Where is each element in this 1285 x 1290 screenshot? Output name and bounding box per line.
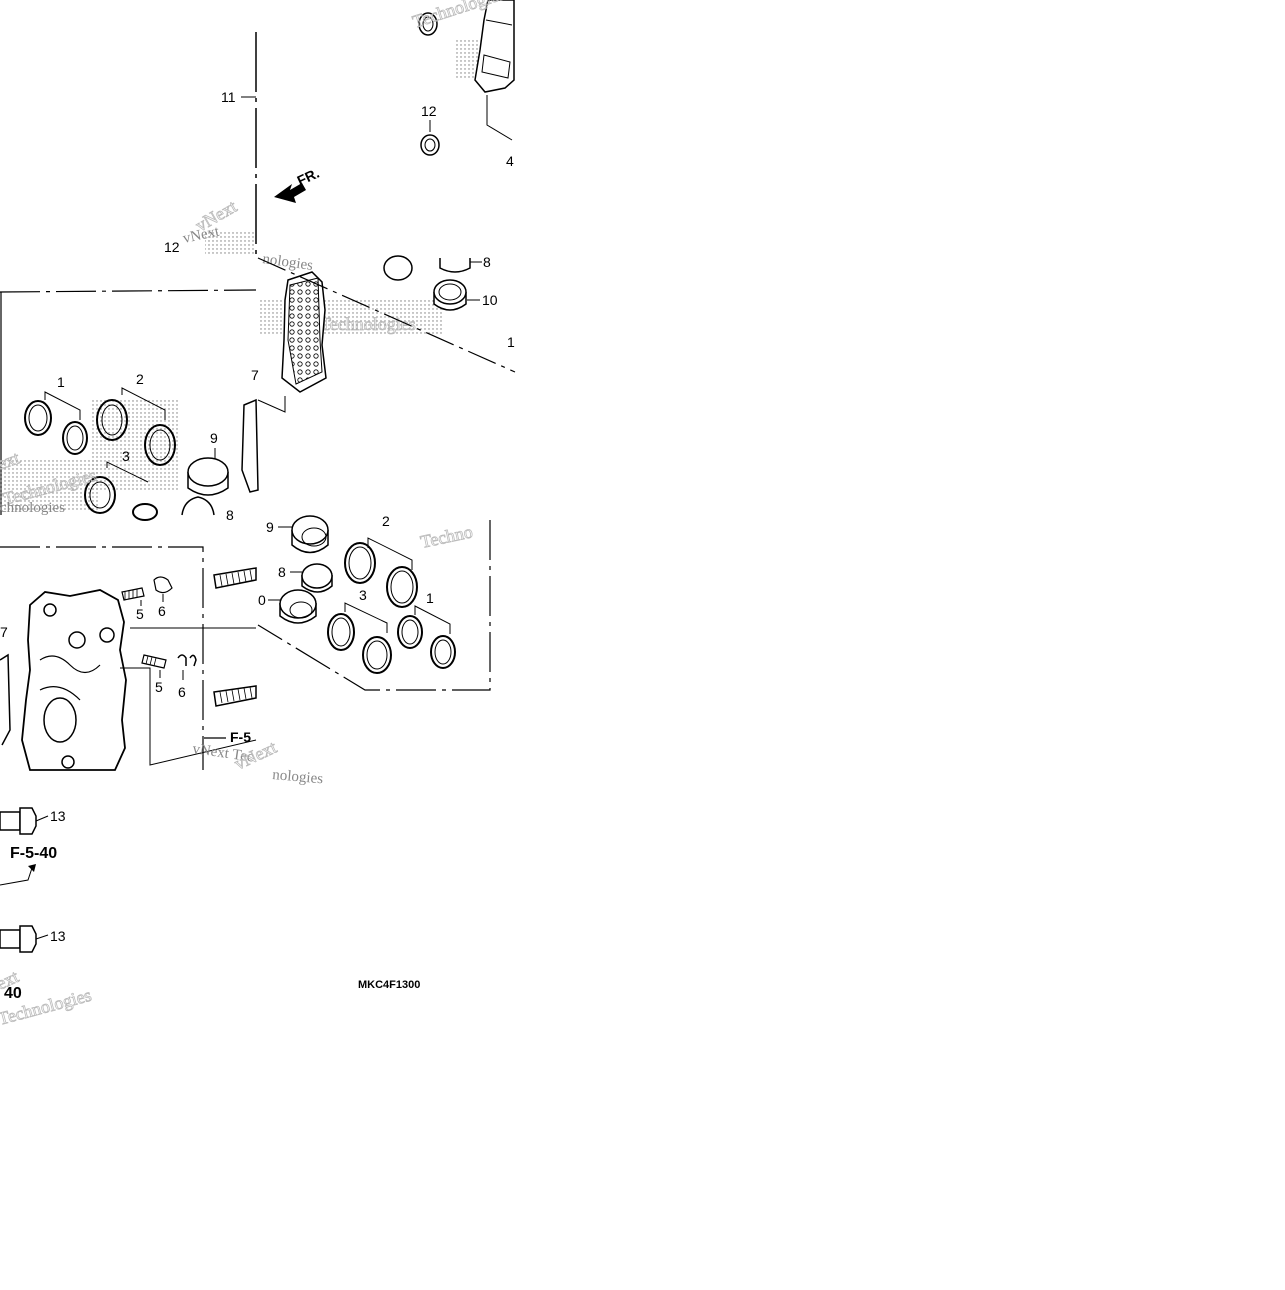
callout-5-top: 5	[136, 606, 144, 622]
tile-mid-right: Technologies nologies 7 8 10 1	[251, 251, 516, 413]
callout-12-left: 12	[164, 239, 180, 255]
watermark: nologies	[261, 251, 314, 274]
tile-lower-left: 7 5 6 5 6	[0, 546, 324, 787]
brake-pad	[474, 0, 515, 93]
callout-9: 9	[210, 430, 218, 446]
watermark: ext	[0, 447, 22, 473]
tile-lower-right: Techno 9 8 0 2 3 1	[257, 513, 491, 691]
pad-pin-sleeve	[420, 134, 440, 156]
callout-0-kit: 0	[258, 592, 266, 608]
callout-13-lower: 13	[50, 928, 66, 944]
piston-8-kit	[301, 563, 333, 593]
seal-2b	[144, 424, 176, 466]
tile-top-right: 12 4 Technologies	[410, 0, 515, 169]
seal-2a	[96, 399, 128, 441]
callout-8-partial: 8	[226, 507, 234, 523]
callout-10-mid: 10	[482, 292, 498, 308]
seal-3b	[132, 503, 158, 521]
ref-f5-mid: F-5	[230, 729, 251, 745]
seal-3a	[84, 476, 116, 514]
bolt-13-lower	[0, 925, 49, 953]
callout-8-mid: 8	[483, 254, 491, 270]
piston-10-kit	[279, 589, 317, 624]
brake-pad-edge	[241, 398, 259, 493]
callout-7-mid: 7	[251, 367, 259, 383]
callout-9-kit: 9	[266, 519, 274, 535]
piston-8-partial	[181, 496, 215, 516]
ref-40-bottom: 40	[4, 985, 22, 1002]
callout-5-bottom: 5	[155, 679, 163, 695]
callout-6-bottom: 6	[178, 684, 186, 700]
mounting-bolt-lower	[213, 685, 257, 707]
mounting-bolt-upper	[213, 567, 257, 589]
callout-6-top: 6	[158, 603, 166, 619]
diagram-code: MKC4F1300	[358, 979, 420, 991]
callout-3: 3	[122, 448, 130, 464]
callout-4: 4	[506, 153, 514, 169]
seal-3-kit-a	[327, 613, 355, 651]
front-direction-arrow: FR.	[274, 165, 322, 203]
tile-mid-left: 1 2 3 9 8 ext Technologies chnologies	[0, 289, 259, 523]
callout-1-mid: 1	[507, 334, 515, 350]
watermark: nologies	[272, 767, 324, 787]
callout-1: 1	[57, 374, 65, 390]
callout-2-kit: 2	[382, 513, 390, 529]
caliper-body	[21, 589, 127, 771]
callout-11: 11	[221, 89, 236, 105]
piston-9-kit	[291, 515, 329, 554]
seal-2-kit-b	[386, 566, 418, 608]
bolt-13-upper	[0, 807, 49, 835]
callout-8-kit: 8	[278, 564, 286, 580]
tile-bottom-left: 13 F-5-40 13 40 ext Technologies	[0, 807, 94, 1029]
watermark: Techno	[419, 521, 475, 552]
bleed-valve-bottom	[141, 654, 167, 669]
watermark: Technologies	[320, 314, 416, 334]
watermark: vNext	[182, 223, 222, 246]
callout-3-kit: 3	[359, 587, 367, 603]
callout-12-top: 12	[421, 103, 437, 119]
bleed-valve-top	[121, 587, 145, 601]
brake-pad-perforated	[281, 271, 327, 393]
ref-f5-40: F-5-40	[10, 845, 57, 862]
seal-2-kit-a	[344, 542, 376, 584]
piston-10	[433, 279, 480, 311]
seal-1-kit-a	[397, 615, 423, 649]
callout-7: 7	[0, 624, 8, 640]
seal-1a	[24, 400, 52, 436]
callout-1-kit: 1	[426, 590, 434, 606]
callout-2: 2	[136, 371, 144, 387]
watermark: chnologies	[0, 500, 65, 516]
callout-13-upper: 13	[50, 808, 66, 824]
seal-1b	[62, 421, 88, 455]
sleeve-top	[418, 12, 438, 36]
seal-1-kit-b	[430, 635, 456, 669]
seal-3-kit-b	[362, 636, 392, 674]
shading-patch	[205, 232, 255, 256]
bleed-cap-top	[153, 576, 173, 594]
front-label: FR.	[295, 165, 322, 189]
shading-patch	[0, 460, 100, 510]
piston-8	[383, 255, 482, 281]
bleed-cap-bottom	[177, 654, 197, 667]
piston-9	[187, 457, 229, 496]
